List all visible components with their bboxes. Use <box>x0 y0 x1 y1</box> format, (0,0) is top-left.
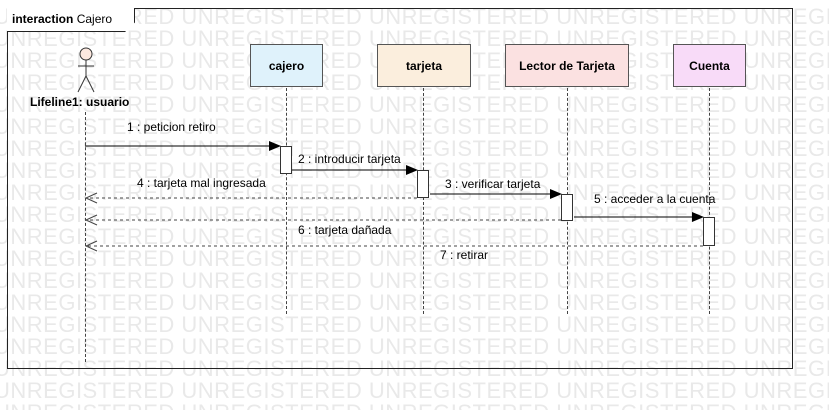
message-4-label[interactable]: 4 : tarjeta mal ingresada <box>137 176 266 190</box>
message-5-label[interactable]: 5 : acceder a la cuenta <box>594 192 716 206</box>
message-2-label[interactable]: 2 : introducir tarjeta <box>298 152 401 166</box>
lifeline-cajero[interactable]: cajero <box>250 44 323 87</box>
message-3-label[interactable]: 3 : verificar tarjeta <box>445 177 541 191</box>
activation-cajero[interactable] <box>280 146 292 174</box>
activation-lector[interactable] <box>561 194 573 221</box>
actor-stick-figure-icon[interactable] <box>70 44 102 96</box>
message-4-arrowhead <box>84 192 98 204</box>
lifeline-cuenta[interactable]: Cuenta <box>673 44 746 87</box>
activation-tarjeta[interactable] <box>417 170 429 198</box>
frame-keyword: interaction <box>12 12 74 26</box>
lifeline-tarjeta-label: tarjeta <box>405 58 443 73</box>
lifeline-cajero-label: cajero <box>268 58 305 73</box>
message-6-arrowhead <box>84 214 98 226</box>
lifeline-tarjeta[interactable]: tarjeta <box>377 44 471 87</box>
actor-lifeline-line <box>85 112 86 362</box>
frame-name: Cajero <box>76 12 113 26</box>
lifeline-lector-de-tarjeta[interactable]: Lector de Tarjeta <box>505 44 629 87</box>
lifeline-lector-label: Lector de Tarjeta <box>519 58 615 73</box>
activation-cuenta[interactable] <box>703 217 715 246</box>
lifeline-cuenta-line <box>709 88 710 314</box>
frame-title-tab: interaction Cajero <box>7 8 135 32</box>
message-6-label[interactable]: 6 : tarjeta dañada <box>298 223 392 237</box>
actor-label: Lifeline1: usuario <box>30 95 130 109</box>
message-1-label[interactable]: 1 : peticion retiro <box>127 120 216 134</box>
lifeline-tarjeta-line <box>423 88 424 314</box>
message-7-arrowhead <box>84 240 98 252</box>
lifeline-cuenta-label: Cuenta <box>689 58 730 73</box>
interaction-frame <box>7 8 793 369</box>
lifeline-cajero-line <box>286 88 287 314</box>
message-7-label[interactable]: 7 : retirar <box>440 248 489 262</box>
